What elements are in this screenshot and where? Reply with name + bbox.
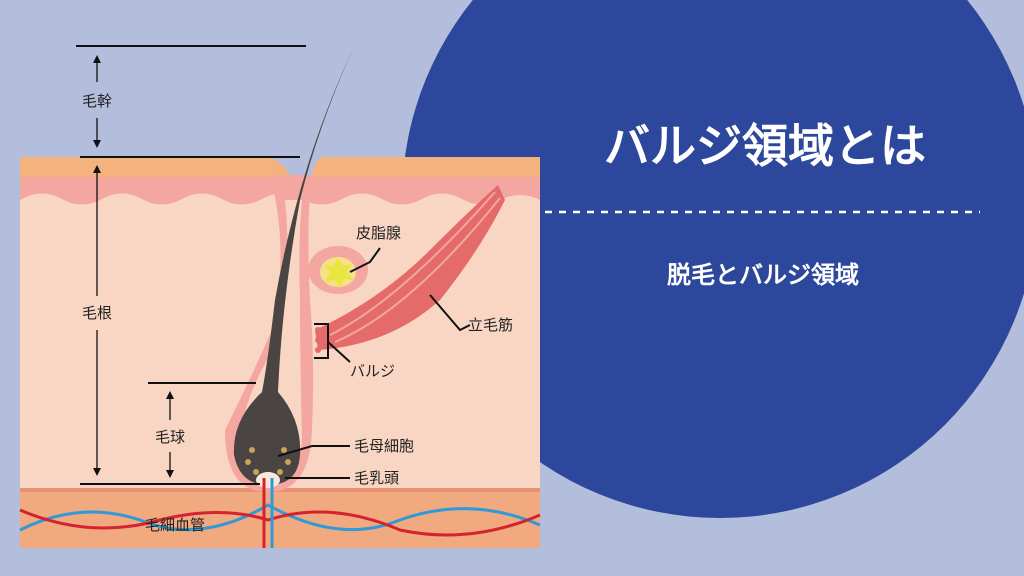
hair-matrix-cells [245, 447, 291, 478]
label-capillaries: 毛細血管 [145, 516, 205, 534]
label-hair-shaft: 毛幹 [82, 92, 112, 110]
page-title: バルジ領域とは [604, 119, 926, 173]
label-sebaceous-gland: 皮脂腺 [356, 224, 401, 242]
label-dermal-papilla: 毛乳頭 [354, 469, 399, 487]
vein [19, 503, 541, 532]
dermal-papilla [256, 472, 280, 488]
label-hair-root: 毛根 [82, 304, 112, 322]
title-circle-background [402, 0, 1024, 518]
label-hair-bulb: 毛球 [155, 428, 185, 446]
leader-lines [277, 247, 471, 479]
skin-cross-section [19, 45, 541, 548]
label-arrector-pili: 立毛筋 [468, 316, 513, 334]
label-bulge: バルジ [350, 362, 395, 380]
hair-strand [233, 45, 355, 485]
label-hair-matrix: 毛母細胞 [354, 437, 414, 455]
artery [19, 508, 541, 537]
page-subtitle: 脱毛とバルジ領域 [667, 261, 859, 289]
arrector-pili-muscle [315, 185, 505, 350]
bulge-region [315, 327, 321, 353]
measurement-guides [76, 45, 306, 485]
